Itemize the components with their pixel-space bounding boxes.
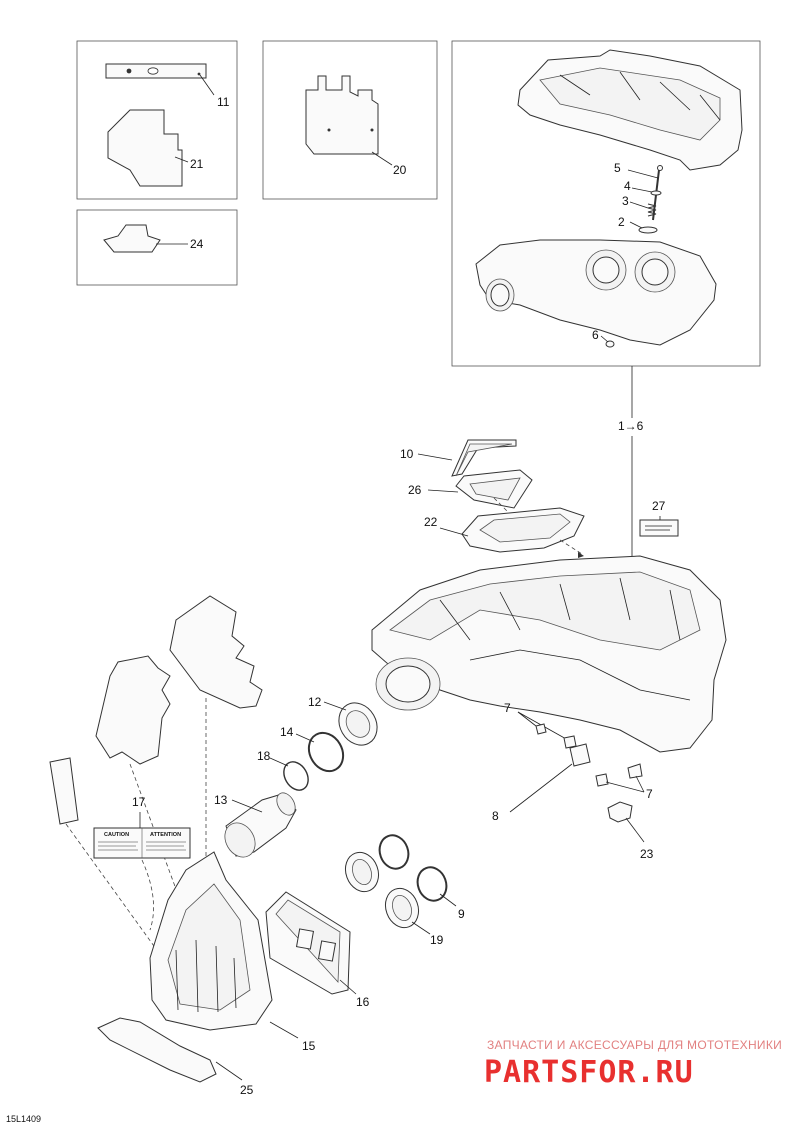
part-15-carrier: [149, 851, 273, 1031]
part-upper-left-foam: [169, 595, 263, 709]
callout-24: 24: [190, 237, 204, 251]
detail-box-11-21: 11 21: [76, 40, 238, 200]
fastener-stack: [638, 165, 663, 234]
callout-5: 5: [614, 161, 621, 175]
callout-7a: 7: [504, 701, 511, 715]
part-7-clip-a: [535, 723, 547, 735]
part-7-clip-b: [563, 735, 577, 749]
part-18-oring: [283, 761, 309, 791]
callout-27: 27: [652, 499, 666, 513]
callout-6: 6: [592, 328, 599, 342]
callout-25: 25: [240, 1083, 254, 1097]
callout-20: 20: [393, 163, 407, 177]
part-9-clamps: [378, 834, 448, 902]
detail-box-1-6: 5 4 3 2 6: [451, 40, 761, 367]
main-airbox: [371, 555, 727, 753]
callout-12: 12: [308, 695, 322, 709]
watermark: ЗАПЧАСТИ И АКСЕССУАРЫ ДЛЯ МОТОТЕХНИКИ PA…: [484, 1038, 782, 1090]
callout-8: 8: [492, 809, 499, 823]
svg-text:ATTENTION: ATTENTION: [150, 832, 181, 838]
callout-18: 18: [257, 749, 271, 763]
callout-23: 23: [640, 847, 654, 861]
callout-15: 15: [302, 1039, 316, 1053]
detail-box-20: 20: [262, 40, 438, 200]
watermark-logo: PARTSFOR.RU: [484, 1055, 694, 1090]
callout-21: 21: [190, 157, 204, 171]
callout-17: 17: [132, 795, 146, 809]
part-7-clip-d: [627, 763, 643, 779]
diagram-code: 15L1409: [6, 1114, 41, 1124]
part-24-foam: [103, 224, 161, 253]
part-16-plate: [265, 891, 351, 995]
part-8-grommet: [569, 743, 591, 767]
callout-4: 4: [624, 179, 631, 193]
part-23-clamp: [607, 801, 633, 823]
part-19-boots: [344, 851, 420, 929]
part-13-boot: [224, 792, 297, 858]
callout-1-6: 1→6: [618, 419, 644, 433]
callout-14: 14: [280, 725, 294, 739]
part-7-clip-c: [595, 773, 609, 787]
part-27-label: [639, 519, 679, 537]
callout-19: 19: [430, 933, 444, 947]
callout-11: 11: [217, 95, 230, 109]
callout-2: 2: [618, 215, 625, 229]
callout-26: 26: [408, 483, 422, 497]
callout-10: 10: [400, 447, 414, 461]
part-25-pad: [97, 1017, 217, 1083]
callout-9: 9: [458, 907, 465, 921]
watermark-line1: ЗАПЧАСТИ И АКСЕССУАРЫ ДЛЯ МОТОТЕХНИКИ: [487, 1038, 782, 1052]
part-20-foam: [305, 75, 379, 155]
callout-22: 22: [424, 515, 438, 529]
svg-text:CAUTION: CAUTION: [104, 832, 129, 838]
callout-13: 13: [214, 793, 228, 807]
part-21-foam: [107, 109, 183, 187]
part-left-foam: [95, 655, 171, 765]
part-side-pad: [49, 757, 79, 825]
detail-box-24: 24: [76, 209, 238, 286]
callout-16: 16: [356, 995, 370, 1009]
callout-7b: 7: [646, 787, 653, 801]
part-12-adapter: [338, 702, 378, 746]
part-11-strip: [105, 63, 207, 79]
part-17-label: CAUTION ATTENTION: [93, 827, 191, 859]
part-14-clamp: [307, 731, 345, 773]
callout-3: 3: [622, 194, 629, 208]
